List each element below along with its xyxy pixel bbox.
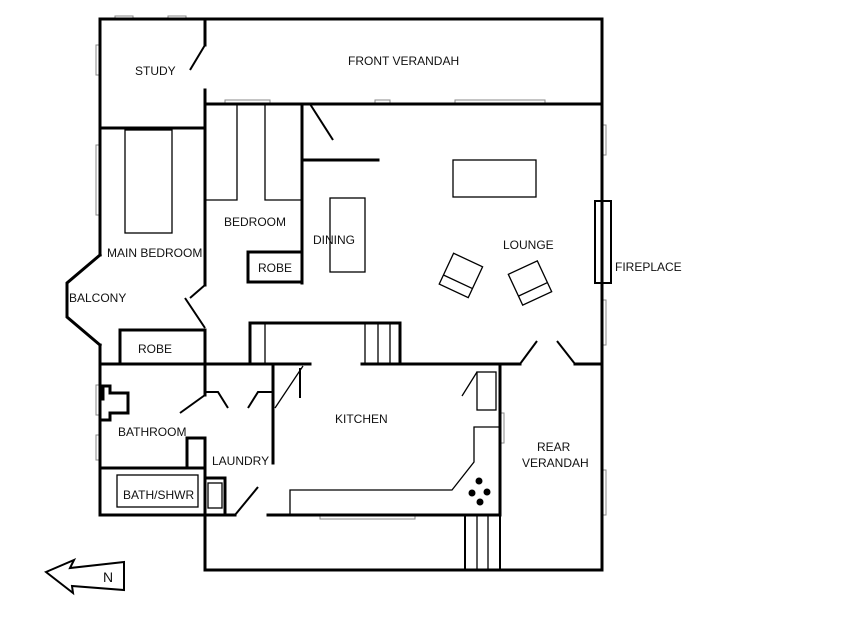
bath (116, 474, 199, 508)
label-lounge: LOUNGE (503, 238, 554, 252)
north-label: N (103, 569, 113, 585)
label-bath-shower: BATH/SHWR (123, 488, 194, 502)
label-main-bedroom: MAIN BEDROOM (107, 246, 202, 260)
label-robe-main: ROBE (138, 342, 172, 356)
label-bathroom: BATHROOM (118, 425, 186, 439)
fireplace-hearth (594, 200, 612, 284)
label-kitchen: KITCHEN (335, 412, 388, 426)
label-rear-verandah-1: REAR (537, 440, 571, 454)
rear-steps (464, 515, 501, 570)
label-dining: DINING (313, 233, 355, 247)
label-laundry: LAUNDRY (212, 454, 269, 468)
doors (179, 44, 576, 516)
label-front-verandah: FRONT VERANDAH (348, 54, 459, 68)
dining-table (329, 197, 366, 273)
walls (65, 17, 604, 572)
label-fireplace: FIREPLACE (615, 260, 682, 274)
main-bed (124, 129, 173, 234)
washer (207, 482, 223, 509)
label-study: STUDY (135, 64, 176, 78)
sofa (452, 159, 537, 198)
windows (95, 15, 607, 520)
room-labels: STUDY FRONT VERANDAH BEDROOM ROBE DINING… (69, 54, 682, 502)
label-balcony: BALCONY (69, 291, 126, 305)
north-arrow: N (44, 558, 125, 596)
bench (289, 426, 500, 515)
fridge (476, 371, 497, 411)
label-robe-bedroom: ROBE (258, 261, 292, 275)
label-rear-verandah-2: VERANDAH (522, 456, 589, 470)
armchair (438, 252, 484, 299)
furniture (116, 104, 612, 570)
armchair (507, 259, 553, 307)
label-bedroom: BEDROOM (224, 215, 286, 229)
